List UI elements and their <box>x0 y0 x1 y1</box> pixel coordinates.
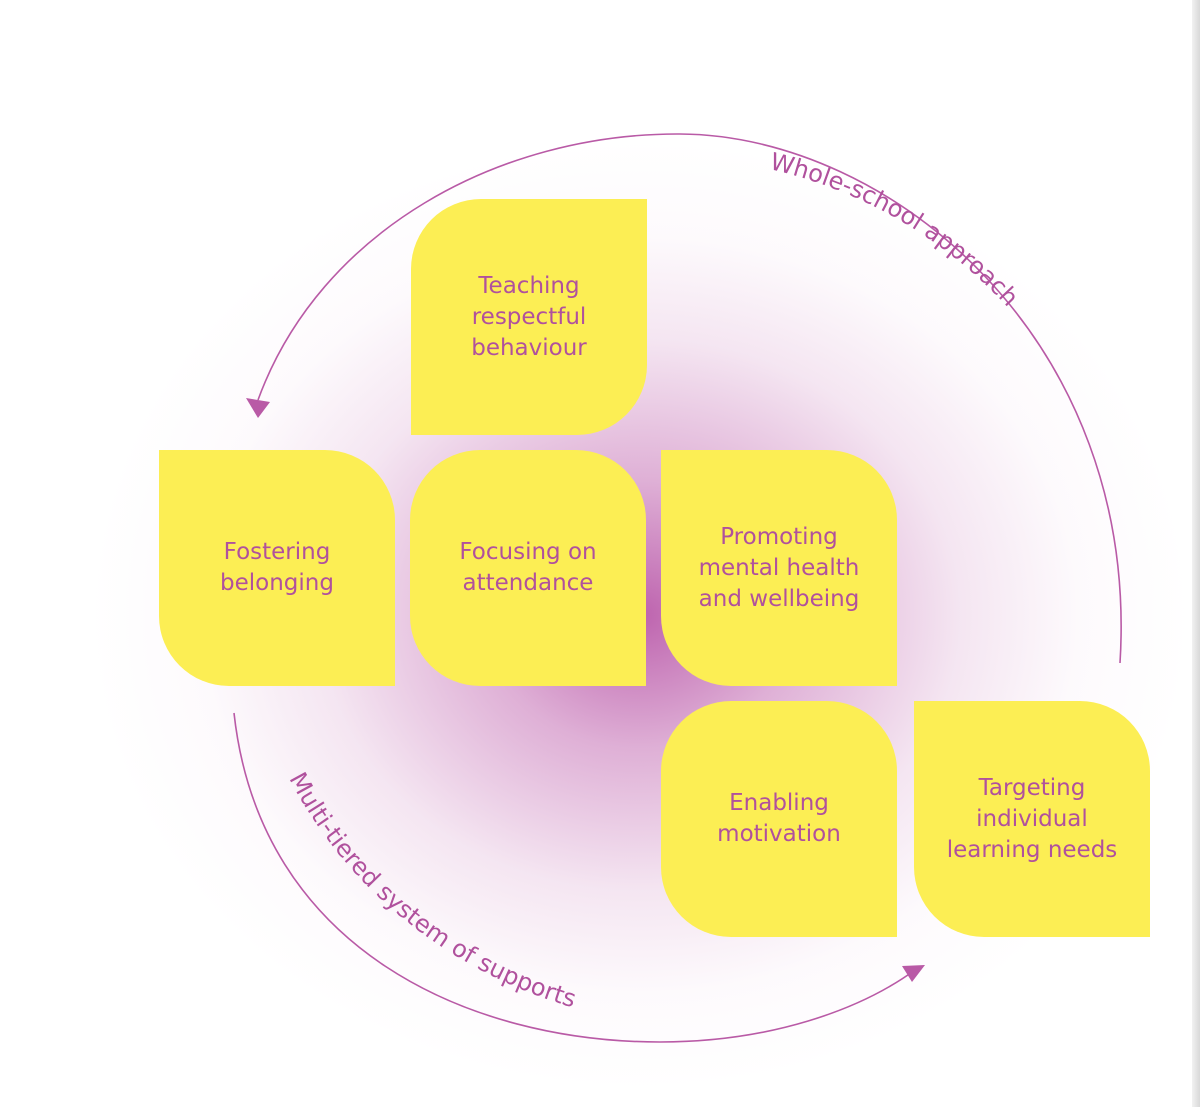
tile-fostering-belonging: Fostering belonging <box>159 450 395 686</box>
tile-label: Promoting mental health and wellbeing <box>698 523 860 612</box>
top-cycle-arc <box>257 133 1122 664</box>
tile-promoting-mental-health: Promoting mental health and wellbeing <box>661 450 897 686</box>
tile-label: Focusing on attendance <box>459 539 597 596</box>
whole-school-approach-label: Whole-school approach <box>767 147 1024 311</box>
tile-enabling-motivation: Enabling motivation <box>661 701 897 937</box>
scrollbar-edge <box>1192 0 1200 1107</box>
tile-label: Fostering belonging <box>220 539 334 596</box>
top-arc-arrowhead <box>246 398 270 418</box>
tile-label: Teaching respectful behaviour <box>471 272 587 361</box>
tile-targeting-learning-needs: Targeting individual learning needs <box>914 701 1150 937</box>
tile-teaching-respectful-behaviour: Teaching respectful behaviour <box>411 199 647 435</box>
tile-label: Targeting individual learning needs <box>946 774 1118 863</box>
bottom-arc-arrowhead <box>902 965 925 982</box>
bottom-cycle-arc <box>233 712 916 1043</box>
multi-tiered-supports-label: Multi-tiered system of supports <box>284 768 580 1014</box>
tile-label: Enabling motivation <box>717 790 841 847</box>
tile-focusing-on-attendance: Focusing on attendance <box>410 450 646 686</box>
